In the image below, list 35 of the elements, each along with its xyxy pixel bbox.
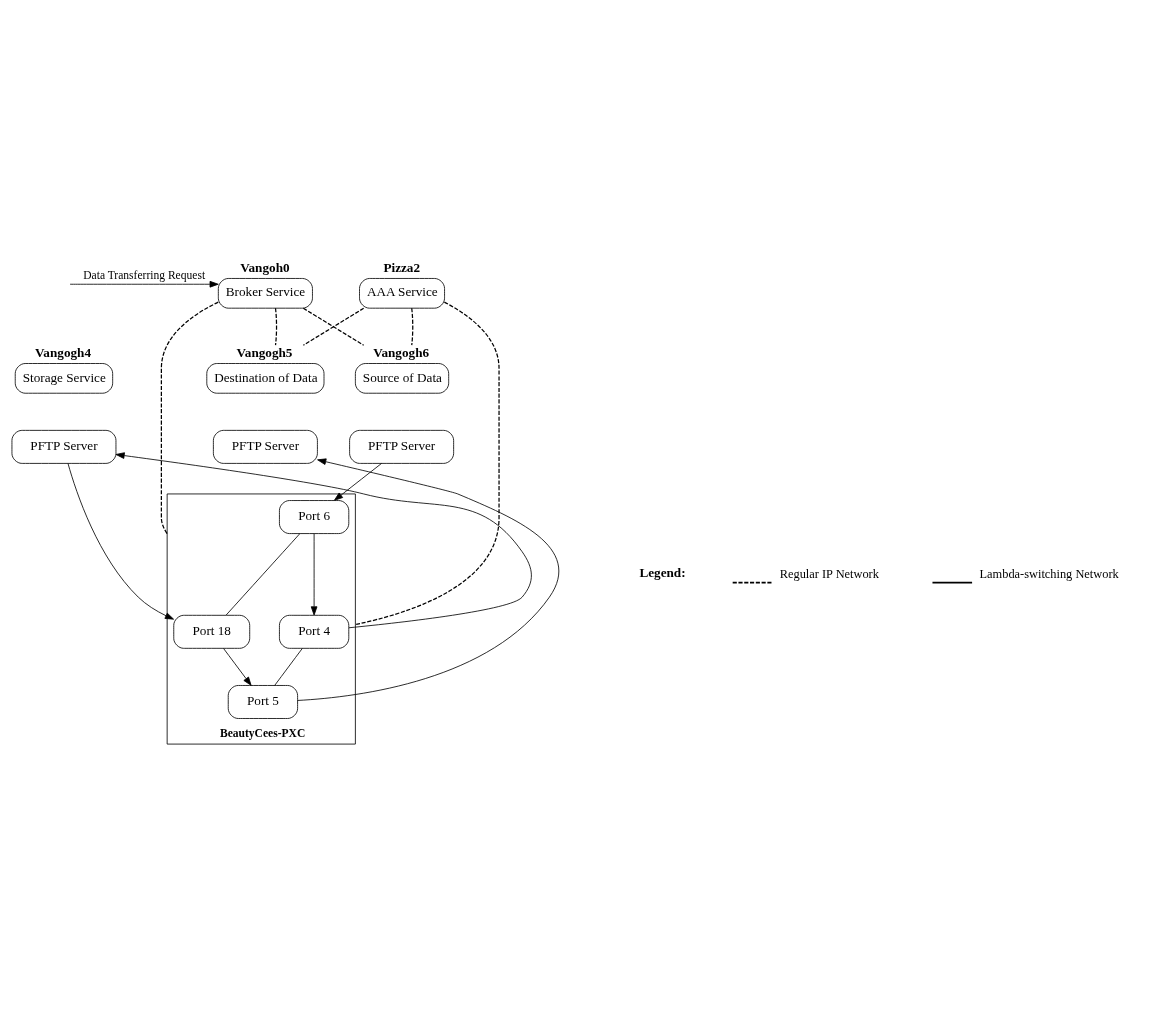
arrow: [67, 462, 174, 620]
connector: [411, 307, 414, 346]
node-box: Port 5: [227, 684, 298, 719]
node-label: Vangogh6: [373, 344, 430, 360]
connector: [274, 307, 278, 346]
node-box: Port 6: [279, 499, 350, 534]
arrow: [333, 462, 382, 501]
node-label: Vangogh5: [236, 344, 293, 360]
node-label: Pizza2: [383, 259, 421, 275]
connector: [225, 532, 301, 615]
node-box: Port 18: [173, 614, 251, 649]
connector: [302, 307, 365, 346]
node-label: Vangogh4: [35, 344, 92, 360]
connector: [160, 301, 219, 534]
legend-label: Lambda-switching Network: [979, 566, 1119, 581]
legend-label: Regular IP Network: [779, 566, 879, 581]
arrow: [223, 647, 252, 686]
connector: [354, 301, 500, 625]
node-box: PFTP Server: [212, 429, 318, 464]
connector: [274, 647, 303, 686]
node-box: PFTP Server: [11, 429, 117, 464]
node-box: AAA Service: [359, 277, 445, 309]
node-box: Source of Data: [354, 362, 450, 394]
node-box: Destination of Data: [206, 362, 325, 394]
node-label: Vangoh0: [240, 259, 290, 275]
arrow: [310, 532, 318, 615]
arrow: [115, 451, 532, 628]
arrow: [297, 457, 560, 701]
node-box: Port 4: [279, 614, 350, 649]
node-box: PFTP Server: [349, 429, 455, 464]
label: Legend:: [639, 564, 686, 580]
edge-label: Data Transferring Request: [83, 268, 206, 281]
arrow: [69, 280, 219, 288]
node-box: Broker Service: [217, 277, 313, 309]
node-box: Storage Service: [14, 362, 114, 394]
